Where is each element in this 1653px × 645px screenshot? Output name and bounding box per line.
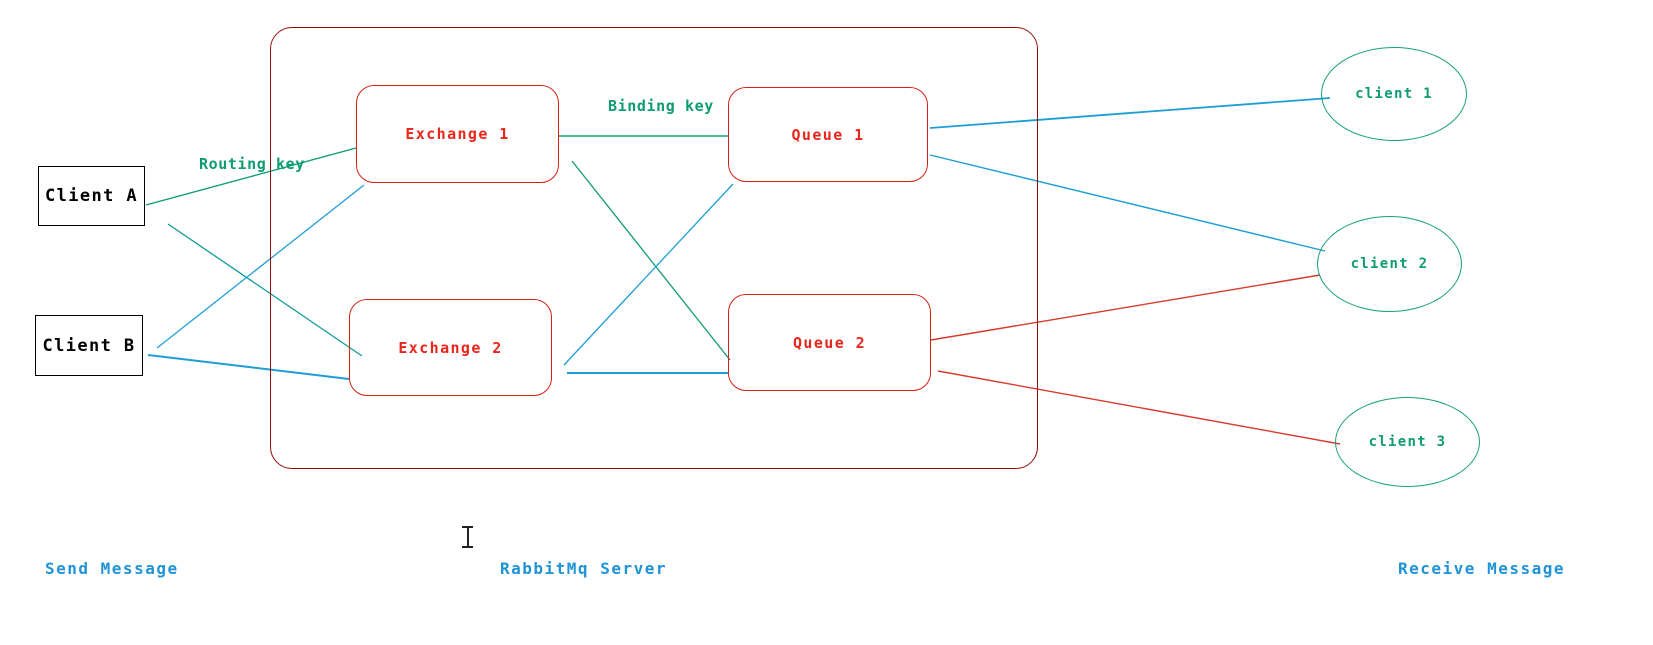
exchange-1-label: Exchange 1 [405,125,510,143]
rabbitmq-server-boundary [270,27,1038,469]
edge-exchange-2-to-queue-1 [563,183,734,366]
edge-queue-2-to-client-3 [937,370,1341,445]
receive-message-label: Receive Message [1398,559,1565,578]
edge-client-b-to-exchange-2 [147,354,350,380]
edge-client-a-to-exchange-2 [167,223,363,357]
consumer-client-1-label: client 1 [1355,86,1433,102]
queue-1-label: Queue 1 [791,125,865,144]
edge-exchange-1-to-queue-2 [571,160,731,361]
binding-key-label: Binding key [608,97,714,115]
exchange-2-node[interactable]: Exchange 2 [349,299,552,396]
exchange-2-label: Exchange 2 [398,338,503,357]
edge-queue-1-to-client-2 [929,154,1326,252]
send-message-label: Send Message [45,559,179,578]
rabbitmq-server-label: RabbitMq Server [500,559,667,578]
queue-2-label: Queue 2 [792,333,866,352]
routing-key-label: Routing key [199,155,305,173]
consumer-client-3[interactable]: client 3 [1335,397,1480,487]
edge-queue-1-to-client-1 [929,97,1331,129]
producer-client-a[interactable]: Client A [38,166,145,226]
edge-client-a-to-exchange-1 [145,147,357,206]
consumer-client-1[interactable]: client 1 [1321,47,1467,141]
producer-client-b[interactable]: Client B [35,315,143,376]
consumer-client-2-label: client 2 [1350,256,1429,272]
consumer-client-3-label: client 3 [1368,434,1447,450]
consumer-client-2[interactable]: client 2 [1317,216,1462,312]
exchange-1-node[interactable]: Exchange 1 [356,85,559,183]
edge-queue-2-to-client-2 [930,274,1321,341]
edge-client-b-to-exchange-1 [156,184,365,349]
queue-1-node[interactable]: Queue 1 [728,87,928,182]
queue-2-node[interactable]: Queue 2 [728,294,931,391]
producer-client-b-label: Client B [42,335,136,356]
producer-client-a-label: Client A [44,186,139,206]
